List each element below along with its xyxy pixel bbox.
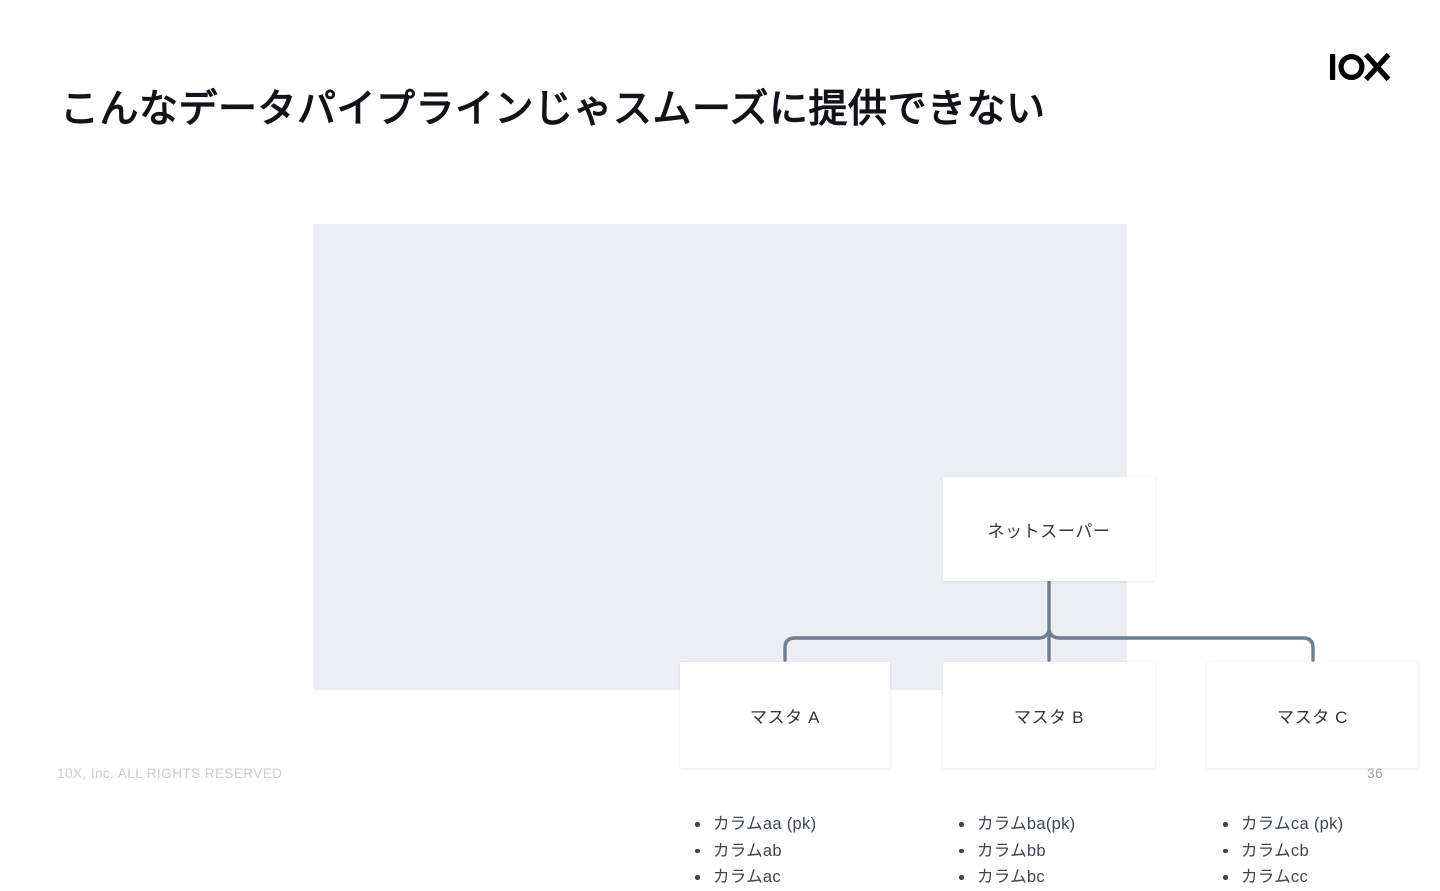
diagram-panel: ネットスーパー マスタ A マスタ B マスタ C カラムaa (pk) カラム… bbox=[313, 224, 1418, 886]
connector-lines-icon bbox=[783, 578, 1315, 662]
node-master-a-label: マスタ A bbox=[749, 707, 821, 727]
node-master-b-label: マスタ B bbox=[1013, 707, 1085, 727]
node-root-label: ネットスーパー bbox=[987, 521, 1111, 541]
node-master-b[interactable]: マスタ B bbox=[943, 662, 1155, 768]
node-master-c[interactable]: マスタ C bbox=[1207, 662, 1418, 768]
page-title: こんなデータパイプラインじゃスムーズに提供できない bbox=[60, 88, 1046, 131]
node-root[interactable]: ネットスーパー bbox=[943, 477, 1155, 581]
column-list-master-c: カラムca (pk) カラムcb カラムcc bbox=[1216, 811, 1343, 891]
logo-icon bbox=[1330, 52, 1391, 82]
list-item: カラムbb bbox=[952, 838, 1075, 865]
node-master-c-label: マスタ C bbox=[1277, 707, 1348, 727]
footer-copyright: 10X, Inc. ALL RIGHTS RESERVED bbox=[57, 766, 283, 781]
connector-brace bbox=[768, 578, 1330, 666]
list-item: カラムcc bbox=[1216, 864, 1343, 891]
column-list-master-a: カラムaa (pk) カラムab カラムac bbox=[688, 811, 816, 891]
list-item: カラムbc bbox=[952, 864, 1075, 891]
list-item: カラムac bbox=[688, 864, 816, 891]
list-item: カラムaa (pk) bbox=[688, 811, 816, 838]
column-list-master-b: カラムba(pk) カラムbb カラムbc bbox=[952, 811, 1075, 891]
node-master-a[interactable]: マスタ A bbox=[680, 662, 890, 768]
brand-logo-10x bbox=[1328, 50, 1398, 84]
page-number: 36 bbox=[1367, 766, 1383, 781]
list-item: カラムca (pk) bbox=[1216, 811, 1343, 838]
list-item: カラムba(pk) bbox=[952, 811, 1075, 838]
list-item: カラムcb bbox=[1216, 838, 1343, 865]
list-item: カラムab bbox=[688, 838, 816, 865]
